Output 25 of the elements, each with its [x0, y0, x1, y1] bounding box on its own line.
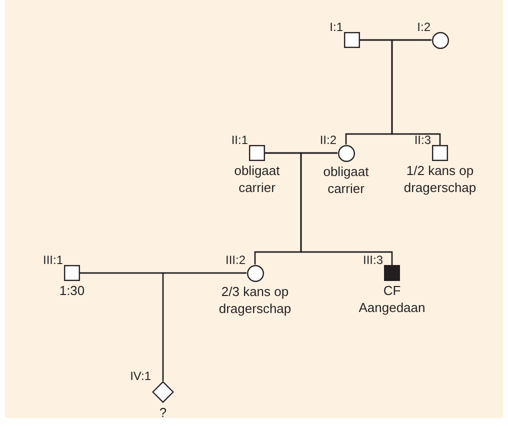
diamond-symbol: [152, 381, 174, 403]
individual-note: obligaat carrier: [233, 162, 281, 196]
individual-id-label: III:3: [362, 254, 383, 266]
individual-id-label: II:2: [320, 134, 336, 146]
individual-id-label: I:2: [417, 20, 430, 32]
individual-id-label: IV:1: [130, 370, 151, 382]
pedigree-line: [300, 152, 393, 265]
individual-id-label: II:1: [231, 134, 248, 146]
individual-note: 2/3 kans op dragerschap: [218, 282, 292, 316]
pedigree-line: [162, 272, 246, 381]
pedigree-line: [391, 39, 441, 145]
square-symbol: [64, 265, 80, 281]
individual-note: ?: [158, 404, 168, 421]
square-symbol: [249, 145, 265, 161]
individual-note: 1:30: [58, 282, 86, 299]
individual-id-label: III:2: [225, 254, 246, 266]
individual-id-label: II:3: [414, 134, 431, 146]
square-symbol: [344, 32, 360, 48]
individual-note: 1/2 kans op dragerschap: [402, 162, 478, 196]
individual-id-label: I:1: [330, 21, 343, 33]
individual-note: obligaat carrier: [322, 162, 370, 196]
individual-note: CF Aangedaan: [358, 282, 426, 316]
individual-id-label: III:1: [42, 254, 63, 266]
square-symbol: [432, 145, 448, 161]
filled-square-symbol: [384, 265, 400, 281]
